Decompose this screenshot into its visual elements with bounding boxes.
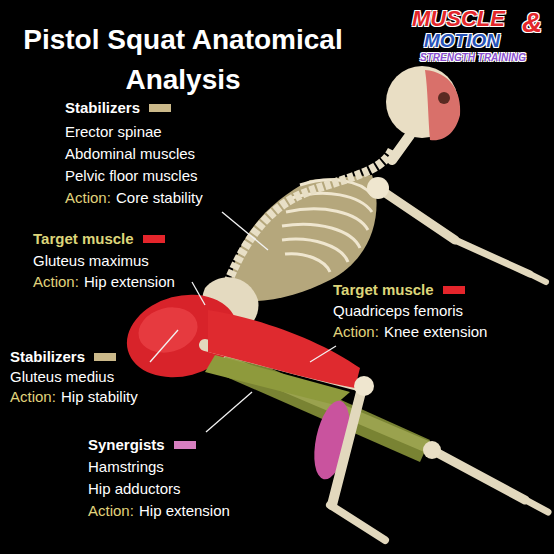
leader-line <box>150 212 336 432</box>
muscle-name: Gluteus medius <box>10 368 114 386</box>
action-label: Action: <box>33 273 79 291</box>
muscle-name: Pelvic floor muscles <box>65 167 198 185</box>
shoulder-joint <box>367 177 389 199</box>
logo-text: MOTION <box>424 30 500 53</box>
action-label: Action: <box>65 189 111 207</box>
muscle-name: Hamstrings <box>88 458 164 476</box>
color-swatch <box>94 353 116 361</box>
action-label: Action: <box>333 323 379 341</box>
muscle-name: Gluteus maximus <box>33 252 149 270</box>
group-heading: Stabilizers <box>65 99 140 117</box>
action-value: Hip extension <box>139 502 230 520</box>
muscle-name: Erector spinae <box>65 123 162 141</box>
color-swatch <box>174 441 196 449</box>
forearm-bone <box>455 240 530 274</box>
knee-joint <box>423 441 441 459</box>
color-swatch <box>149 104 171 112</box>
shin-bone <box>432 450 525 500</box>
knee-joint <box>354 376 374 396</box>
logo-text: MUSCLE <box>412 6 505 32</box>
group-heading: Stabilizers <box>10 348 85 366</box>
muscle-name: Hip adductors <box>88 480 181 498</box>
muscle-name: Abdominal muscles <box>65 145 195 163</box>
color-swatch <box>143 235 165 243</box>
diagram-title: Pistol Squat Anatomical Analysis <box>18 20 348 100</box>
neck <box>392 135 410 160</box>
action-value: Hip extension <box>84 273 175 291</box>
group-heading: Synergists <box>88 436 165 454</box>
action-label: Action: <box>88 502 134 520</box>
action-label: Action: <box>10 388 56 406</box>
muscle-highlight <box>133 301 202 359</box>
color-swatch <box>443 286 465 294</box>
eye-socket <box>438 92 450 104</box>
facial-muscles <box>425 70 460 140</box>
foot-bone <box>330 505 385 540</box>
muscle-name: Quadriceps femoris <box>333 302 463 320</box>
hand-bone <box>530 274 546 282</box>
action-value: Core stability <box>116 189 203 207</box>
shin-bone <box>332 388 362 505</box>
action-value: Hip stability <box>61 388 138 406</box>
humerus-bone <box>378 188 455 240</box>
action-value: Knee extension <box>384 323 487 341</box>
foot-bone <box>522 498 548 512</box>
spine <box>224 150 392 292</box>
logo-text: STRENGTH TRAINING <box>420 52 526 64</box>
logo-text: & <box>522 6 542 40</box>
quadriceps-muscle <box>208 310 360 388</box>
group-heading: Target muscle <box>333 281 434 299</box>
group-heading: Target muscle <box>33 230 134 248</box>
